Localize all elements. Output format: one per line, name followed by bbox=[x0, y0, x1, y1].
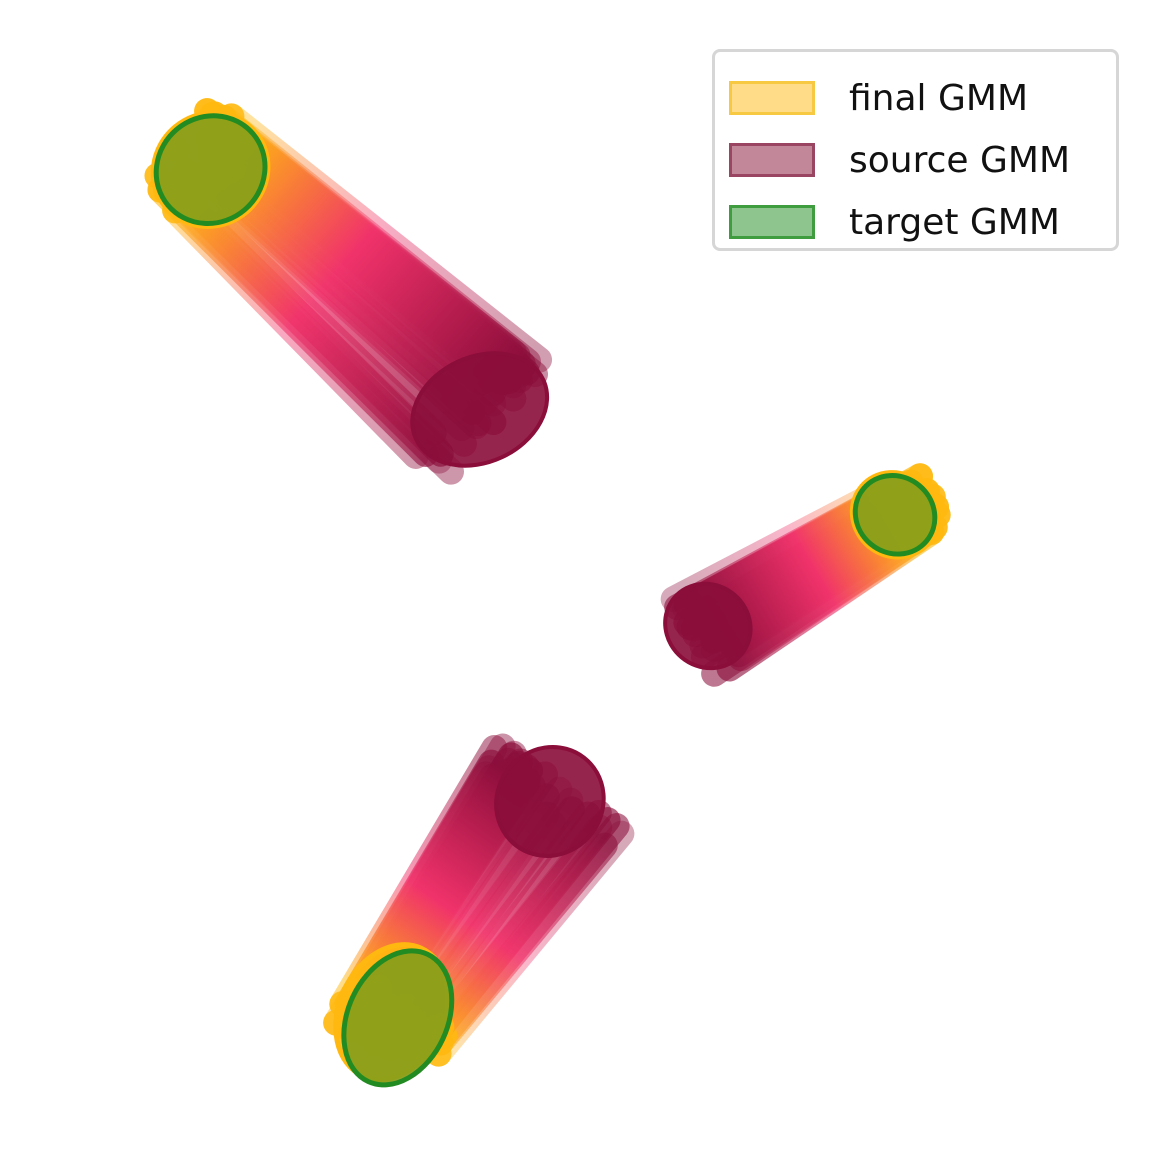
source-gmm-ellipse bbox=[410, 351, 550, 468]
target-gmm-ellipse bbox=[341, 948, 455, 1088]
particle-trail bbox=[218, 137, 523, 395]
target-gmm-ellipse bbox=[153, 113, 268, 227]
legend-label-target: target GMM bbox=[849, 201, 1060, 243]
legend-swatch-target bbox=[729, 205, 815, 239]
legend-swatch-final bbox=[729, 81, 815, 115]
source-gmm-ellipse bbox=[494, 744, 606, 858]
particle-trail bbox=[223, 123, 531, 377]
particle-trail bbox=[219, 156, 495, 396]
particle-trail bbox=[428, 807, 621, 1040]
legend-item-source: source GMM bbox=[729, 139, 1071, 181]
legend-item-target: target GMM bbox=[729, 201, 1060, 243]
legend: final GMM source GMM target GMM bbox=[712, 49, 1119, 251]
legend-swatch-source bbox=[729, 143, 815, 177]
legend-label-source: source GMM bbox=[849, 139, 1071, 181]
legend-label-final: final GMM bbox=[849, 77, 1029, 119]
target-gmm-ellipse bbox=[852, 473, 938, 557]
source-gmm-ellipse bbox=[663, 581, 753, 671]
gmm-ellipses bbox=[150, 110, 941, 1088]
legend-item-final: final GMM bbox=[729, 77, 1029, 119]
